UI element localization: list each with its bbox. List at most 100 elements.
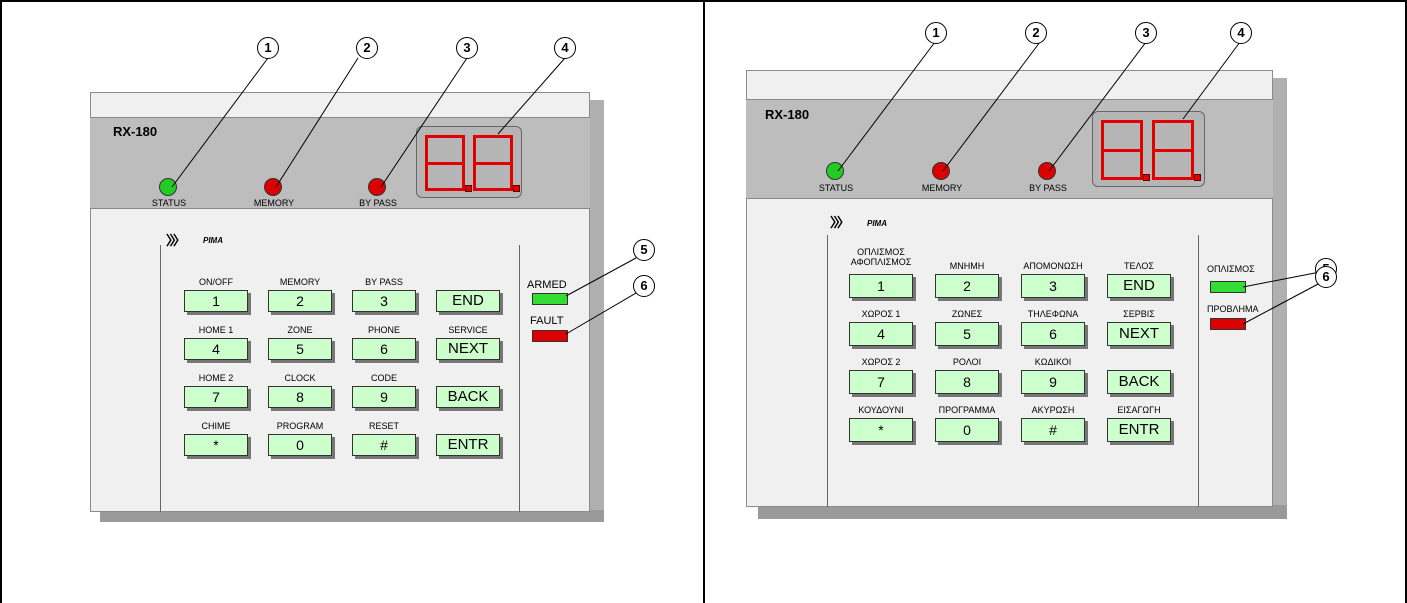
- brand-label: PIMA: [203, 236, 223, 245]
- keypad-key[interactable]: 3: [1021, 274, 1085, 298]
- keypad-key[interactable]: BACK: [1107, 370, 1171, 394]
- memory-led-label: MEMORY: [253, 198, 295, 208]
- callout-4-right: 4: [1230, 22, 1252, 44]
- leader-6-left: [565, 292, 637, 335]
- callout-1-left: 1: [257, 37, 279, 59]
- left-frame: [0, 0, 705, 603]
- keypad-key[interactable]: 7: [184, 386, 248, 408]
- callout-6-left: 6: [633, 275, 655, 297]
- keypad-side-shadow: [1272, 78, 1287, 518]
- keypad-side-shadow: [589, 100, 604, 520]
- key-label: CHIME: [201, 421, 231, 431]
- keypad-key[interactable]: *: [849, 418, 913, 442]
- digit-1-middle: [425, 162, 465, 165]
- status-led: [826, 162, 844, 180]
- keypad-key[interactable]: *: [184, 434, 248, 456]
- bypass-led: [368, 178, 386, 196]
- leader-4-left: [497, 57, 566, 135]
- keypad-key[interactable]: #: [352, 434, 416, 456]
- key-label: ΤΕΛΟΣ: [1124, 261, 1154, 271]
- key-label: BY PASS: [365, 277, 403, 287]
- keypad-key[interactable]: 4: [184, 338, 248, 360]
- digit-2-dot: [1194, 174, 1201, 181]
- pima-logo-icon: 〉〉〉: [166, 233, 186, 248]
- keypad-key[interactable]: 3: [352, 290, 416, 312]
- keypad-key[interactable]: ENTR: [1107, 418, 1171, 442]
- keypad-inner-panel: [160, 245, 520, 512]
- leader-6-right: [1242, 282, 1321, 325]
- keypad-key[interactable]: END: [1107, 274, 1171, 298]
- fault-indicator: [1210, 318, 1246, 330]
- keypad-key[interactable]: 1: [184, 290, 248, 312]
- key-label: ZONE: [287, 325, 313, 335]
- key-label: ΧΩΡΟΣ 1: [861, 309, 901, 319]
- keypad-key[interactable]: 0: [935, 418, 999, 442]
- keypad-key[interactable]: 1: [849, 274, 913, 298]
- digit-2-middle: [473, 162, 513, 165]
- digit-2-upper: [473, 135, 513, 163]
- fault-indicator: [532, 330, 568, 342]
- callout-4-left: 4: [554, 37, 576, 59]
- keypad-key[interactable]: 2: [268, 290, 332, 312]
- memory-led: [932, 162, 950, 180]
- status-led: [159, 178, 177, 196]
- armed-label: ARMED: [527, 279, 567, 291]
- leader-5-right: [1242, 271, 1321, 288]
- digit-1-dot: [1143, 174, 1150, 181]
- keypad-key[interactable]: #: [1021, 418, 1085, 442]
- key-label: RESET: [368, 421, 399, 431]
- armed-indicator: [532, 293, 568, 305]
- callout-3-left: 3: [456, 37, 478, 59]
- leader-3-right: [1048, 41, 1147, 172]
- right-keypad-panel: RX-180 STATUS MEMORY BY PASS 〉〉〉 PIMA ΟΠ…: [703, 0, 1406, 603]
- keypad-key[interactable]: 5: [268, 338, 332, 360]
- key-label: ΚΩΔΙΚΟΙ: [1034, 357, 1072, 367]
- keypad-key[interactable]: 5: [935, 322, 999, 346]
- keypad-key[interactable]: ENTR: [436, 434, 500, 456]
- keypad-key[interactable]: BACK: [436, 386, 500, 408]
- status-led-label: STATUS: [818, 183, 854, 193]
- bypass-led-label: BY PASS: [359, 198, 397, 208]
- keypad-key[interactable]: 9: [1021, 370, 1085, 394]
- keypad-key[interactable]: 0: [268, 434, 332, 456]
- leader-1-right: [837, 41, 936, 172]
- key-label: ΕΙΣΑΓΩΓΗ: [1117, 405, 1161, 415]
- digit-1-lower: [425, 163, 465, 191]
- key-label: ΠΡΟΓΡΑΜΜΑ: [938, 405, 996, 415]
- keypad-key[interactable]: END: [436, 290, 500, 312]
- keypad-key[interactable]: 9: [352, 386, 416, 408]
- callout-3-right: 3: [1135, 22, 1157, 44]
- fault-label: FAULT: [530, 315, 564, 327]
- keypad-bottom-shadow: [100, 510, 604, 522]
- bypass-led: [1038, 162, 1056, 180]
- seven-segment-display: [416, 126, 522, 198]
- memory-led-label: MEMORY: [921, 183, 963, 193]
- keypad-key[interactable]: NEXT: [1107, 322, 1171, 346]
- leader-2-left: [275, 57, 359, 188]
- digit-2-middle: [1152, 149, 1194, 152]
- keypad-key[interactable]: 8: [268, 386, 332, 408]
- key-label: HOME 2: [198, 373, 234, 383]
- keypad-key[interactable]: 8: [935, 370, 999, 394]
- model-label: RX-180: [113, 124, 158, 139]
- keypad-bottom-shadow: [758, 505, 1287, 519]
- armed-label: ΟΠΛΙΣΜΟΣ: [1207, 264, 1255, 274]
- memory-led: [264, 178, 282, 196]
- keypad-key[interactable]: 6: [352, 338, 416, 360]
- keypad-key[interactable]: NEXT: [436, 338, 500, 360]
- keypad-key[interactable]: 6: [1021, 322, 1085, 346]
- right-frame: [703, 0, 1407, 603]
- digit-2-dot: [513, 185, 520, 192]
- key-label: ΚΟΥΔΟΥΝΙ: [858, 405, 904, 415]
- keypad-inner-panel: [827, 235, 1199, 507]
- callout-2-left: 2: [356, 37, 378, 59]
- key-label: ΑΚΥΡΩΣΗ: [1031, 405, 1075, 415]
- fault-label: ΠΡΟΒΛΗΜΑ: [1207, 304, 1259, 314]
- key-label: PHONE: [367, 325, 400, 335]
- key-label: ΡΟΛΟΙ: [952, 357, 982, 367]
- keypad-key[interactable]: 7: [849, 370, 913, 394]
- keypad-key[interactable]: 2: [935, 274, 999, 298]
- keypad-key[interactable]: 4: [849, 322, 913, 346]
- key-label: ΑΠΟΜΟΝΩΣΗ: [1023, 261, 1083, 271]
